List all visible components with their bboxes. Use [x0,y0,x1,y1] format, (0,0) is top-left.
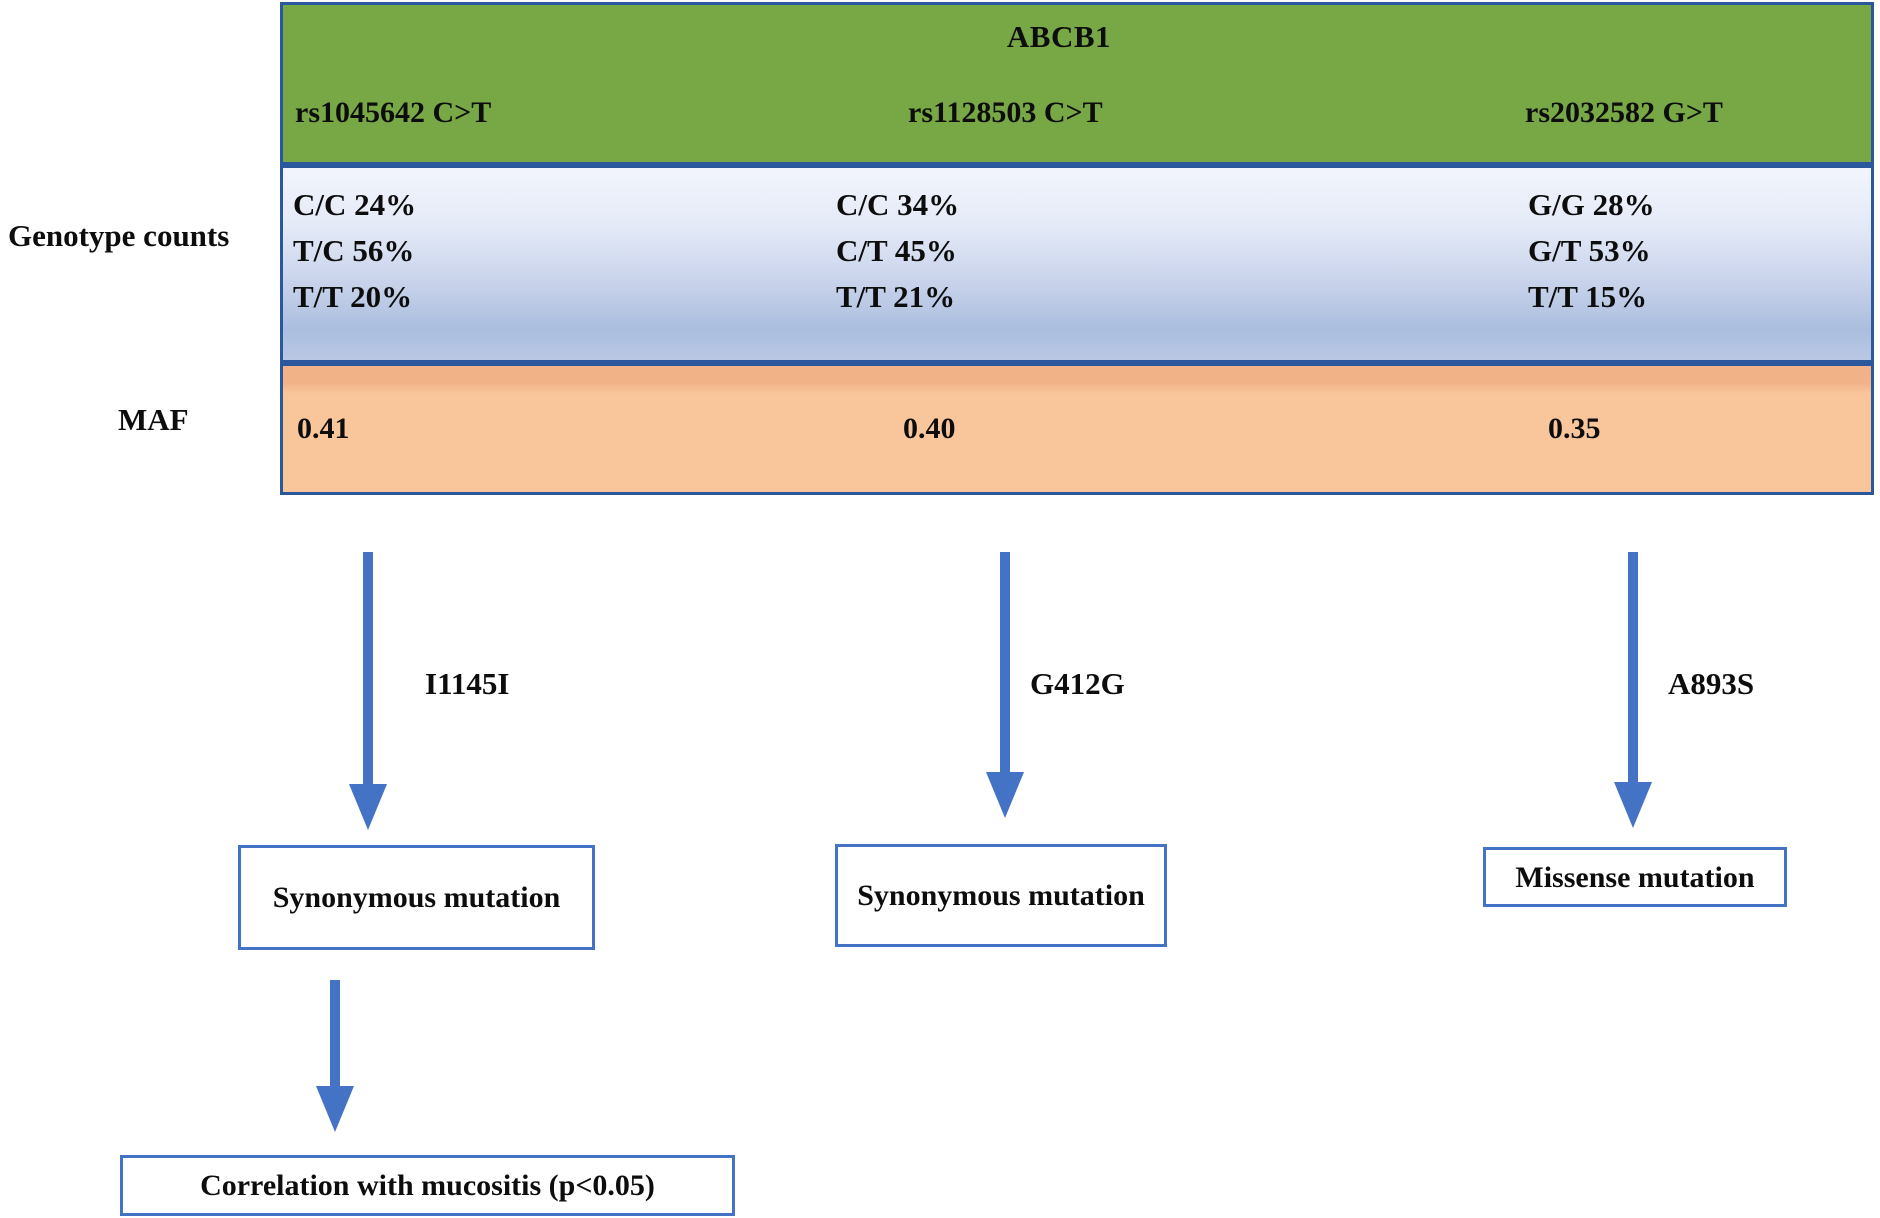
mutation-box-label: Synonymous mutation [857,879,1145,912]
genotype-line: T/T 15% [1528,279,1648,314]
down-arrow-icon [349,552,387,830]
gene-title: ABCB1 [1006,19,1112,54]
mutation-box-synonymous-1: Synonymous mutation [238,845,595,950]
mutation-box-label: Missense mutation [1515,860,1755,894]
genotype-line: T/C 56% [293,233,415,268]
protein-change-label-i1145i: I1145I [425,666,510,701]
maf-value-rs2032582: 0.35 [1548,412,1601,445]
variant-id-rs1128503: rs1128503 C>T [908,96,1103,129]
protein-change-label-a893s: A893S [1668,666,1755,701]
row-label-genotype-counts: Genotype counts [8,218,230,253]
genotype-line: G/T 53% [1528,233,1651,268]
arrow-head [349,784,387,830]
gene-header-panel: ABCB1 rs1045642 C>T rs1128503 C>T rs2032… [280,2,1874,165]
genotype-counts-rs1045642: C/C 24% T/C 56% T/T 20% [293,182,416,320]
arrow-head [316,1086,354,1132]
genotype-line: T/T 20% [293,279,413,314]
arrow-shaft [330,980,340,1086]
genotype-counts-rs2032582: G/G 28% G/T 53% T/T 15% [1528,182,1655,320]
arrow-shaft [1628,552,1638,782]
mutation-box-label: Synonymous mutation [272,881,561,914]
maf-value-rs1045642: 0.41 [297,412,350,445]
down-arrow-icon [316,980,354,1132]
arrow-head [1614,782,1652,828]
down-arrow-icon [1614,552,1652,828]
genotype-counts-panel: C/C 24% T/C 56% T/T 20% C/C 34% C/T 45% … [280,165,1874,363]
mutation-box-missense: Missense mutation [1483,847,1787,907]
maf-value-rs1128503: 0.40 [903,412,956,445]
outcome-box-label: Correlation with mucositis (p<0.05) [200,1169,655,1202]
variant-id-rs1045642: rs1045642 C>T [295,96,492,129]
outcome-box: Correlation with mucositis (p<0.05) [120,1155,735,1216]
arrow-head [986,772,1024,818]
genotype-line: C/T 45% [836,233,957,268]
maf-panel: 0.41 0.40 0.35 [280,363,1874,495]
genotype-line: C/C 34% [836,187,960,222]
arrow-shaft [1000,552,1010,772]
variant-id-rs2032582: rs2032582 G>T [1525,96,1723,129]
genotype-counts-rs1128503: C/C 34% C/T 45% T/T 21% [836,182,959,320]
genotype-line: G/G 28% [1528,187,1655,222]
down-arrow-icon [986,552,1024,818]
row-label-maf: MAF [118,402,189,437]
mutation-box-synonymous-2: Synonymous mutation [835,844,1167,947]
genotype-line: C/C 24% [293,187,417,222]
protein-change-label-g412g: G412G [1030,666,1125,701]
genotype-line: T/T 21% [836,279,956,314]
arrow-shaft [363,552,373,784]
